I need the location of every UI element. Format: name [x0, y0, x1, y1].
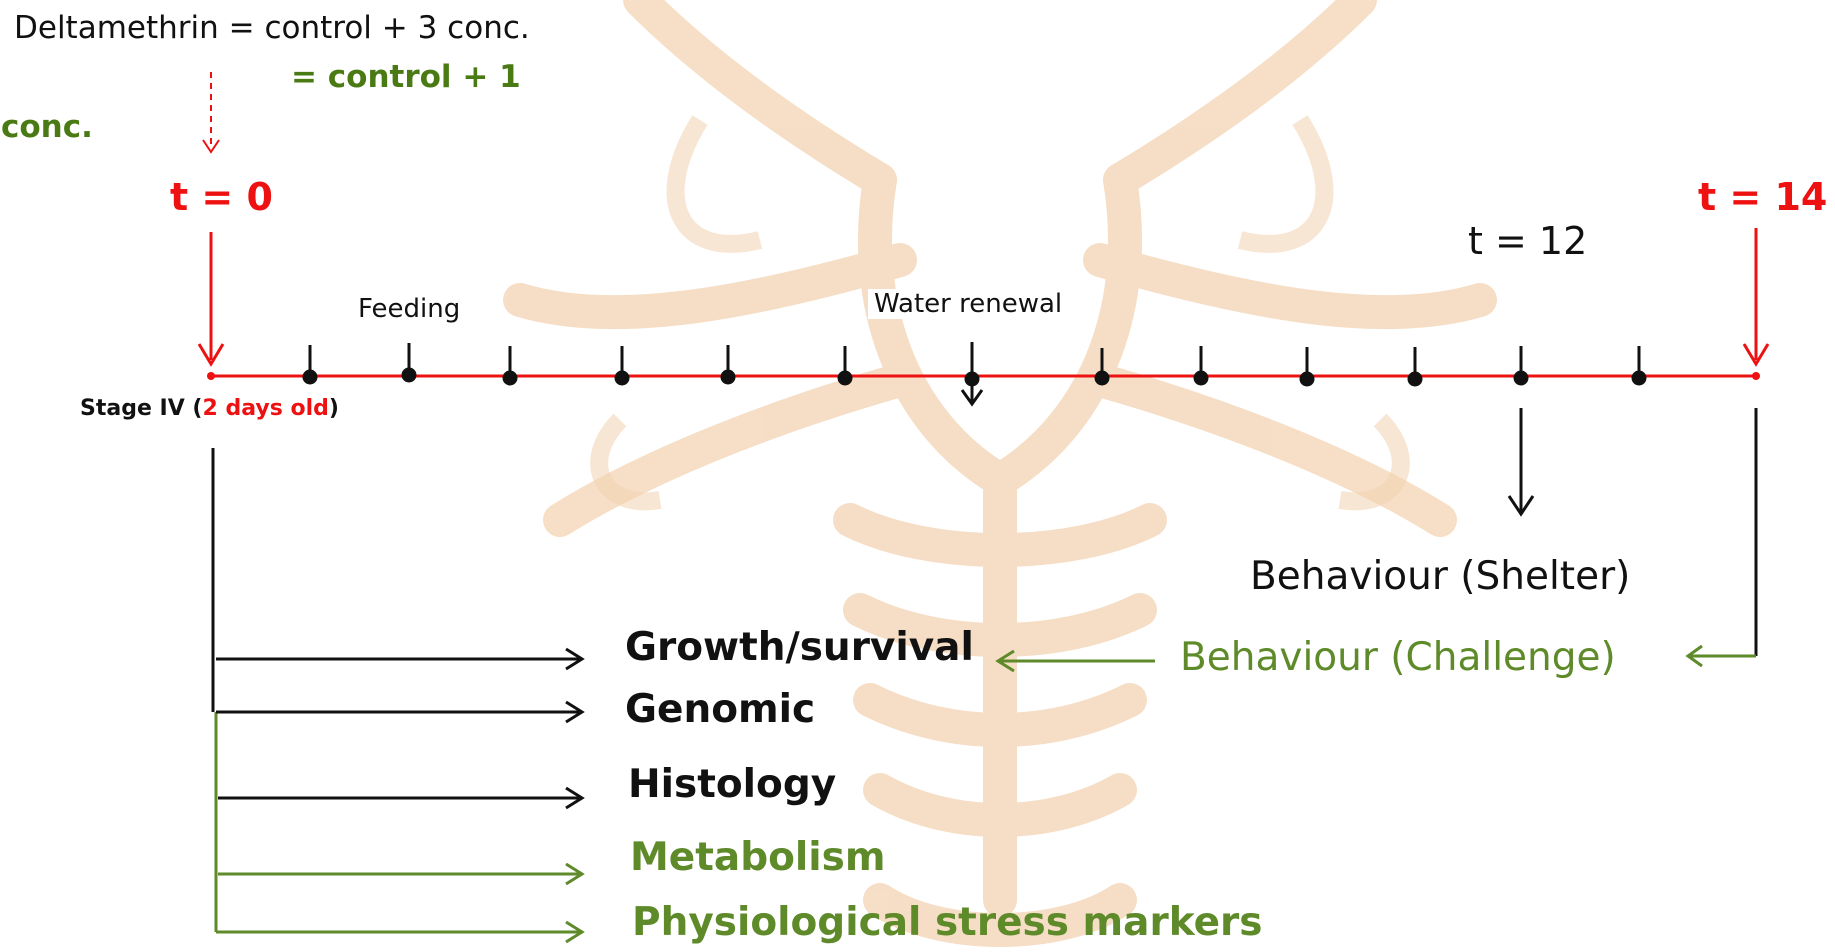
endpoint-physio: Physiological stress markers: [632, 903, 1263, 942]
water-renewal-label: Water renewal: [868, 289, 1068, 319]
stage-paren-open: (: [192, 396, 202, 421]
tick-dot: [616, 372, 628, 384]
endpoint-growth: Growth/survival: [625, 628, 974, 667]
treatment-reduced-conc: conc.: [1, 112, 93, 143]
treatment-reduced-line: = control + 1: [291, 62, 521, 93]
tick-dot: [722, 371, 734, 383]
stage-paren-close: ): [329, 396, 339, 421]
endpoint-genomic: Genomic: [625, 690, 815, 729]
tick-dot: [403, 369, 415, 381]
tick-dot: [1301, 373, 1313, 385]
treatment-header: Deltamethrin = control + 3 conc.: [14, 13, 530, 44]
behaviour-challenge: Behaviour (Challenge): [1180, 638, 1616, 677]
timeline-start-dot: [207, 372, 215, 380]
timeline-end-dot: [1752, 372, 1760, 380]
tick-dot: [839, 372, 851, 384]
stage-prefix: Stage IV: [80, 396, 185, 421]
tick-dot: [1409, 373, 1421, 385]
feeding-label: Feeding: [358, 296, 460, 322]
tick-dot: [504, 372, 516, 384]
tick-dot: [1633, 372, 1645, 384]
tick-dot: [1195, 372, 1207, 384]
t12-label: t = 12: [1468, 222, 1587, 260]
t14-label: t = 14: [1698, 178, 1827, 216]
tick-dot: [1096, 372, 1108, 384]
endpoint-metabolism: Metabolism: [630, 838, 886, 877]
endpoint-histology: Histology: [628, 765, 836, 804]
tick-dot: [1515, 372, 1527, 384]
t0-label: t = 0: [170, 178, 273, 216]
tick-dot: [304, 371, 316, 383]
stage-age: 2 days old: [202, 396, 328, 421]
behaviour-shelter: Behaviour (Shelter): [1250, 557, 1630, 596]
stage-label: Stage IV (2 days old): [80, 398, 339, 420]
